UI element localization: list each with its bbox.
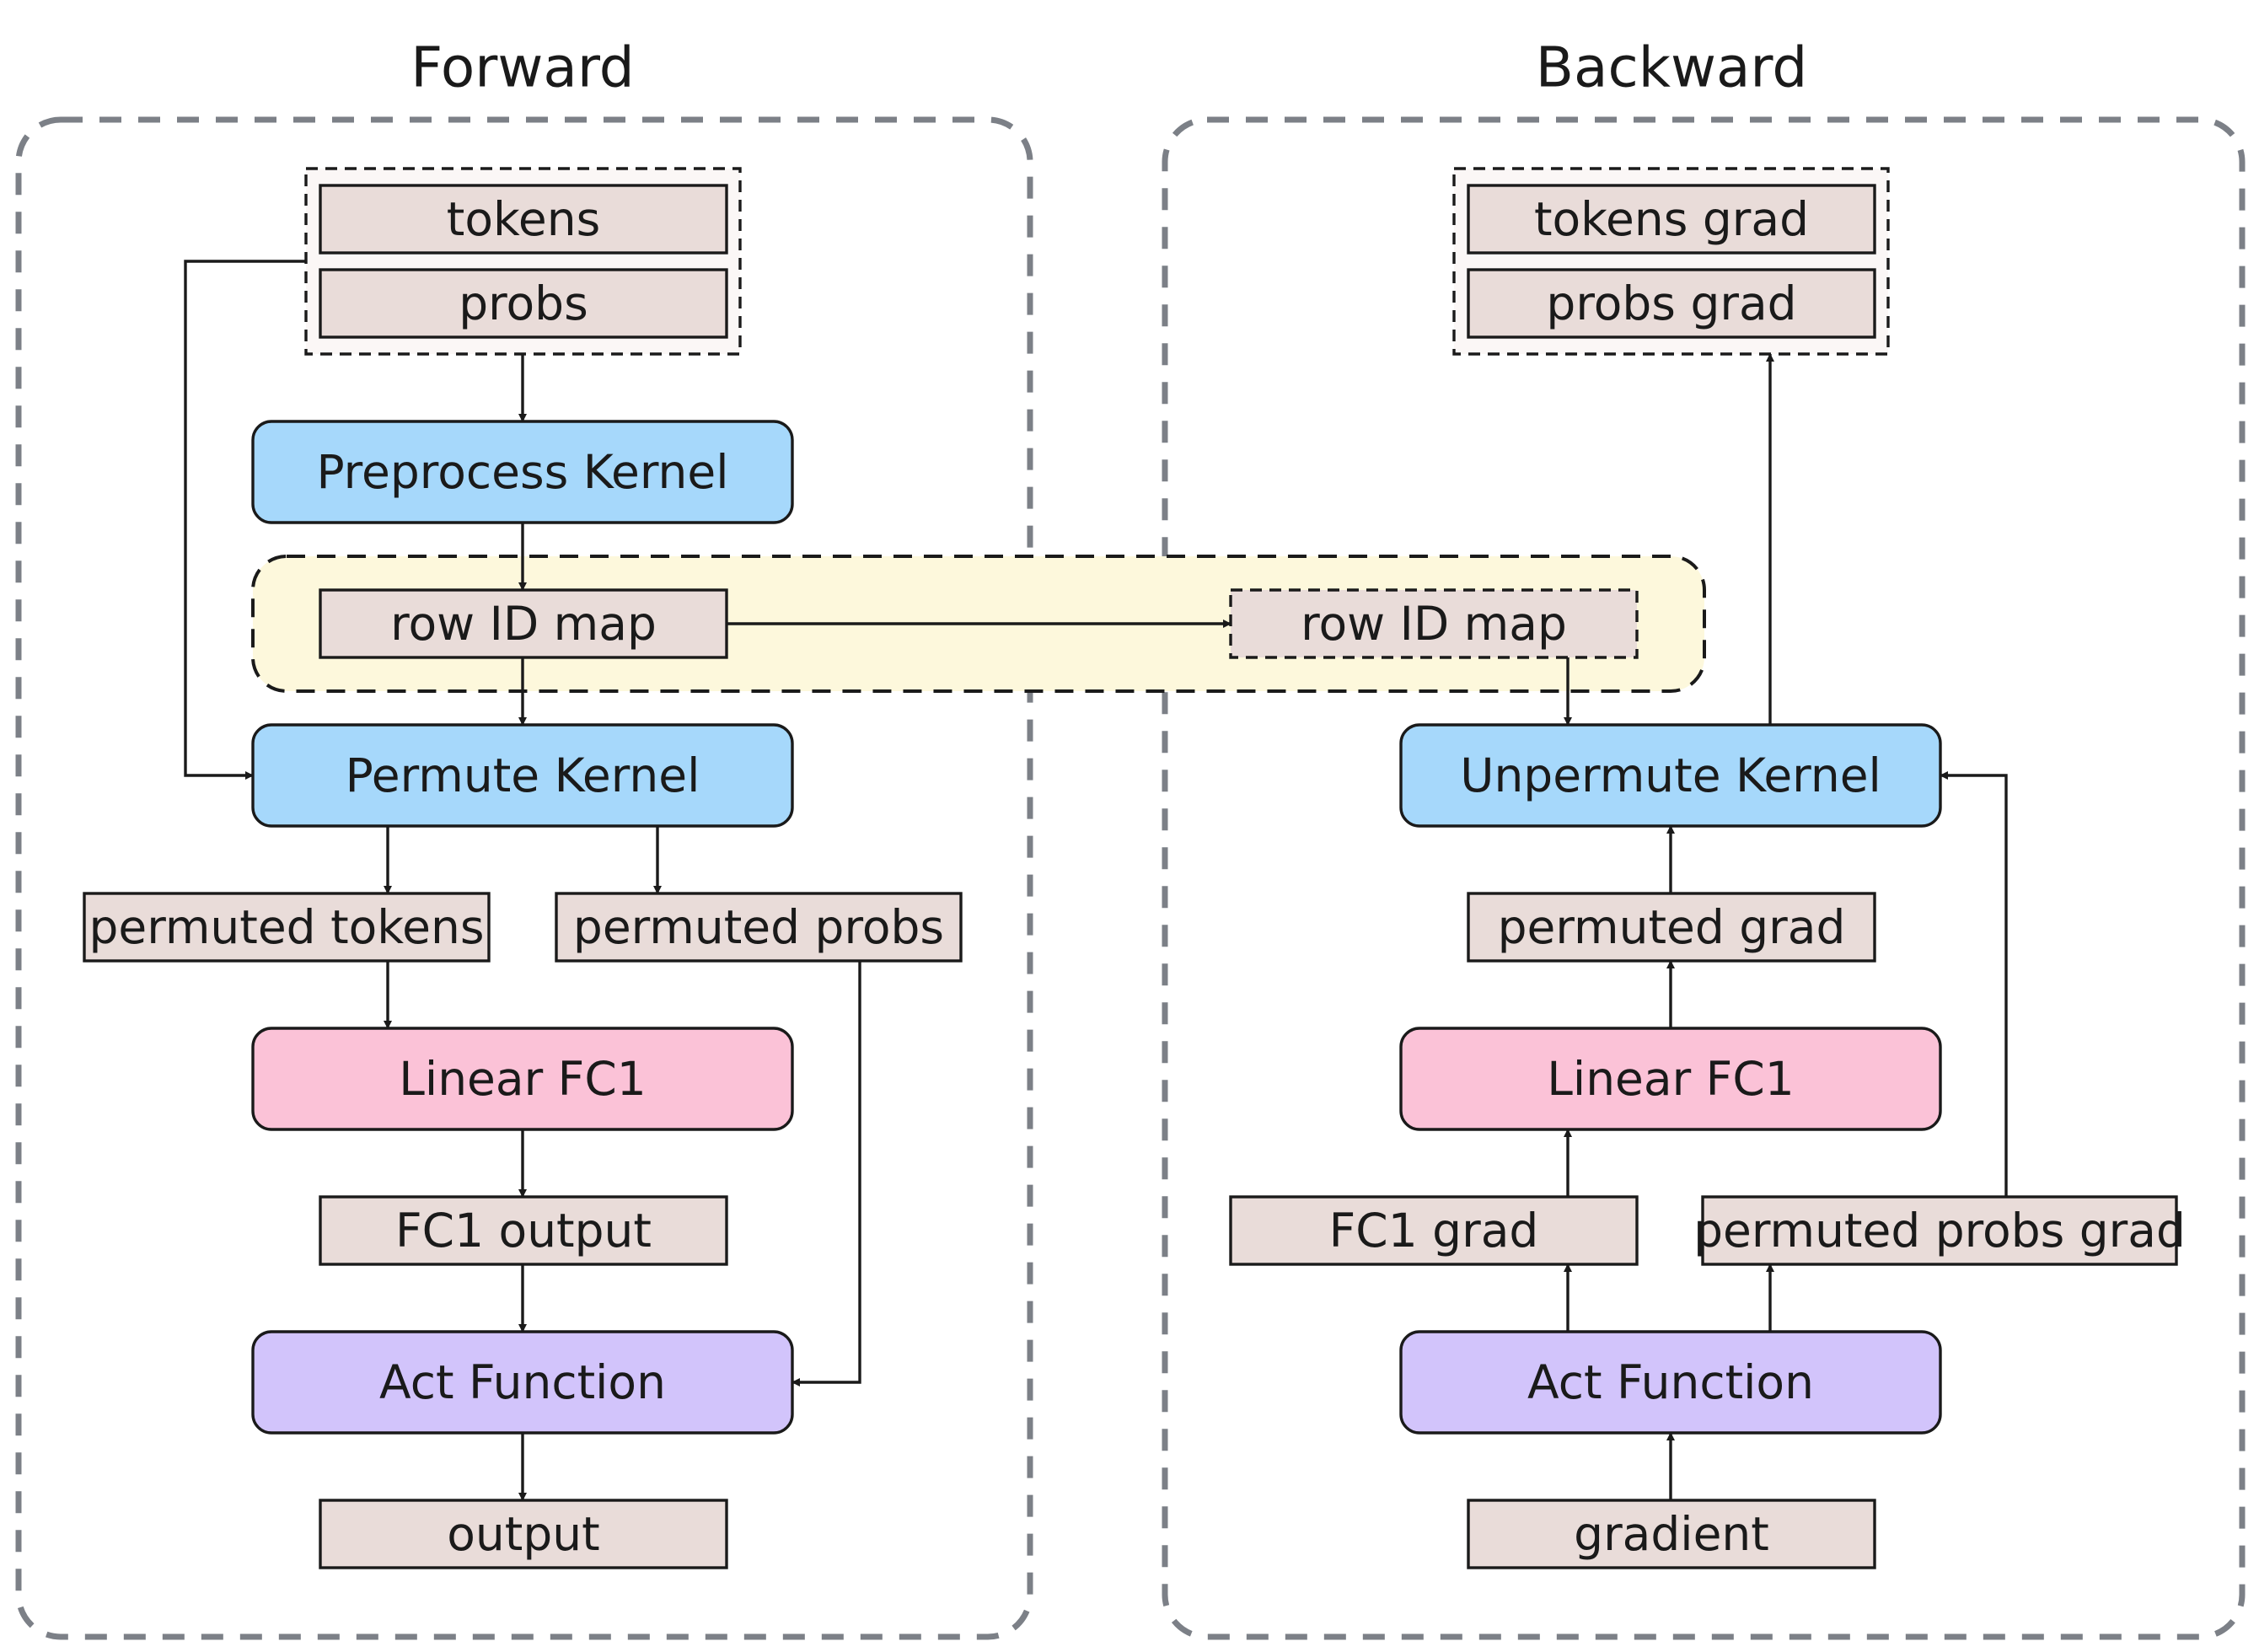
edges xyxy=(184,260,2008,1501)
tokens-grad-label: tokens grad xyxy=(1534,192,1809,246)
permute-kernel-label: Permute Kernel xyxy=(346,748,700,802)
backward-outputs-group: tokens grad probs grad xyxy=(1452,167,1890,356)
gradient-node: gradient xyxy=(1467,1499,1876,1569)
forward-linear-fc1-label: Linear FC1 xyxy=(399,1052,646,1106)
probs-grad-box xyxy=(1467,268,1876,339)
output-node: output xyxy=(319,1499,728,1569)
probs-box xyxy=(319,268,728,339)
gradient-box xyxy=(1467,1499,1876,1569)
tokens-grad-box xyxy=(1467,184,1876,255)
forward-panel xyxy=(15,116,1033,1640)
backward-linear-fc1-node: Linear FC1 xyxy=(1399,1027,1942,1131)
unpermute-kernel-node: Unpermute Kernel xyxy=(1399,723,1942,828)
permuted-probs-grad-label: permuted probs grad xyxy=(1693,1204,2186,1258)
fc1-output-box xyxy=(319,1195,728,1266)
edge-permuted-probs-grad-to-unpermute xyxy=(1940,771,2008,1197)
fc1-grad-node: FC1 grad xyxy=(1229,1195,1639,1266)
backward-row-id-map-node: row ID map xyxy=(1229,588,1639,659)
forward-title: Forward xyxy=(410,35,634,100)
permute-kernel-node: Permute Kernel xyxy=(251,723,794,828)
permuted-probs-box xyxy=(555,892,963,963)
preprocess-kernel-node: Preprocess Kernel xyxy=(251,420,794,524)
forward-row-id-map-node: row ID map xyxy=(319,588,728,659)
fc1-output-label: FC1 output xyxy=(395,1204,652,1258)
backward-act-function-label: Act Function xyxy=(1527,1355,1814,1409)
edge-inputs-to-permute xyxy=(184,260,306,780)
edge-permuted-probs-to-act-function xyxy=(791,961,861,1386)
backward-act-function-node: Act Function xyxy=(1399,1330,1942,1435)
permuted-tokens-label: permuted tokens xyxy=(89,900,484,954)
forward-act-function-label: Act Function xyxy=(379,1355,666,1409)
permuted-tokens-node: permuted tokens xyxy=(83,892,491,963)
tokens-box xyxy=(319,184,728,255)
probs-label: probs xyxy=(459,276,588,330)
fc1-grad-label: FC1 grad xyxy=(1329,1204,1539,1258)
fc1-output-node: FC1 output xyxy=(319,1195,728,1266)
backward-row-id-map-label: row ID map xyxy=(1301,597,1567,651)
permuted-grad-box xyxy=(1467,892,1876,963)
gradient-label: gradient xyxy=(1574,1507,1769,1561)
backward-title: Backward xyxy=(1536,35,1808,100)
permuted-probs-grad-node: permuted probs grad xyxy=(1693,1195,2186,1266)
tokens-label: tokens xyxy=(447,192,600,246)
probs-grad-label: probs grad xyxy=(1546,276,1796,330)
forward-act-function-node: Act Function xyxy=(251,1330,794,1435)
preprocess-kernel-label: Preprocess Kernel xyxy=(316,445,728,499)
forward-inputs-group: tokens probs xyxy=(304,167,742,356)
permuted-grad-label: permuted grad xyxy=(1498,900,1846,954)
forward-row-id-map-label: row ID map xyxy=(390,597,657,651)
unpermute-kernel-label: Unpermute Kernel xyxy=(1460,748,1881,802)
permuted-grad-node: permuted grad xyxy=(1467,892,1876,963)
fc1-grad-box xyxy=(1229,1195,1639,1266)
output-label: output xyxy=(447,1507,599,1561)
permuted-tokens-box xyxy=(83,892,491,963)
permuted-probs-grad-box xyxy=(1701,1195,2178,1266)
backward-linear-fc1-label: Linear FC1 xyxy=(1547,1052,1794,1106)
permuted-probs-label: permuted probs xyxy=(573,900,944,954)
permuted-probs-node: permuted probs xyxy=(555,892,963,963)
forward-linear-fc1-node: Linear FC1 xyxy=(251,1027,794,1131)
